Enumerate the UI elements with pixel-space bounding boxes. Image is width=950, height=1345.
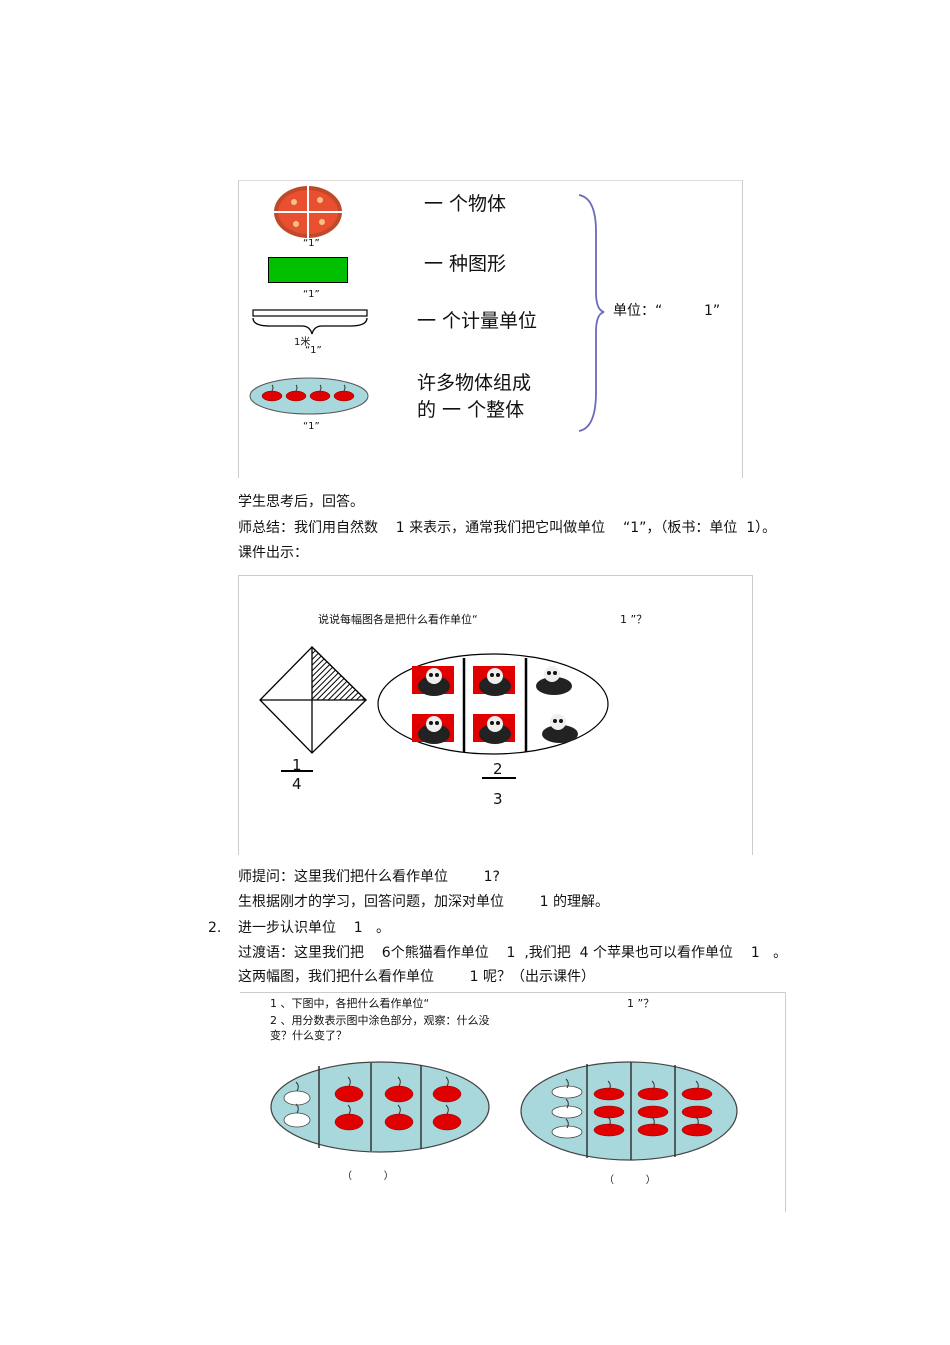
apple-plate-left-icon bbox=[270, 1061, 490, 1153]
row-group-text-1: 许多物体组成 bbox=[417, 372, 532, 394]
pizza-icon bbox=[272, 184, 344, 240]
fig3-question1-end: 1 ”？ bbox=[627, 997, 655, 1010]
apple-plate-icon bbox=[249, 377, 369, 415]
plate-label: “1” bbox=[303, 421, 320, 432]
fraction1-numerator: 1 bbox=[292, 756, 302, 774]
fraction2-bar bbox=[482, 777, 516, 779]
row-measure-text: 一 个计量单位 bbox=[417, 310, 538, 332]
meter-brace-icon bbox=[252, 309, 368, 335]
big-brace-icon bbox=[578, 194, 605, 432]
fig3-blank-left: （ ） bbox=[342, 1171, 394, 1182]
figure-unit-one-concept bbox=[238, 180, 743, 478]
para-students-deepen: 生根据刚才的学习，回答问题，加深对单位 1 的理解。 bbox=[238, 894, 609, 910]
fraction2-numerator: 2 bbox=[493, 760, 503, 778]
row-group-text-2: 的 一 个整体 bbox=[417, 399, 525, 421]
figure2-question: 说说每幅图各是把什么看作单位“ bbox=[318, 613, 478, 626]
unit-label: 单位：“ bbox=[613, 303, 663, 319]
meter-unit-label: “1” bbox=[305, 345, 322, 356]
fig3-question1: 1 、下图中，各把什么看作单位“ bbox=[270, 997, 430, 1010]
row-shape-text: 一 种图形 bbox=[424, 253, 507, 275]
para-students-answer: 学生思考后，回答。 bbox=[238, 494, 364, 510]
green-rectangle bbox=[268, 257, 348, 283]
fig3-question2-line2: 变？什么变了？ bbox=[270, 1029, 347, 1042]
fraction1-bar bbox=[281, 770, 313, 772]
para-transition: 过渡语：这里我们把 6个熊猫看作单位 1 ,我们把 4 个苹果也可以看作单位 1… bbox=[238, 945, 788, 961]
para-teacher-question: 师提问：这里我们把什么看作单位 1? bbox=[238, 869, 500, 885]
fraction1-denominator: 4 bbox=[292, 775, 302, 793]
para-question-show: 这两幅图，我们把什么看作单位 1 呢？（出示课件） bbox=[238, 969, 595, 985]
figure-apple-plates bbox=[240, 992, 786, 1212]
fraction2-denominator: 3 bbox=[493, 790, 503, 808]
unit-value: 1” bbox=[704, 303, 721, 319]
panda-oval-icon bbox=[377, 653, 609, 755]
rectangle-label: “1” bbox=[303, 289, 320, 300]
panda-group bbox=[412, 666, 578, 744]
figure-panda-question bbox=[238, 575, 753, 855]
row-object-text: 一 个物体 bbox=[424, 193, 507, 215]
item-heading: 进一步认识单位 1 。 bbox=[238, 920, 391, 936]
figure2-question-end: 1 ”？ bbox=[620, 613, 648, 626]
apple-plate-right-icon bbox=[520, 1061, 738, 1161]
pizza-label: “1” bbox=[303, 238, 320, 249]
meter-label: 1米 bbox=[294, 337, 311, 348]
fig3-blank-right: （ ） bbox=[604, 1175, 656, 1186]
item-number: 2. bbox=[208, 920, 222, 936]
para-teacher-summary: 师总结：我们用自然数 1 来表示，通常我们把它叫做单位 “1”，（板书：单位 1… bbox=[238, 520, 777, 536]
para-courseware-show: 课件出示： bbox=[238, 545, 308, 561]
fig3-question2-line1: 2 、用分数表示图中涂色部分，观察：什么没 bbox=[270, 1014, 490, 1027]
diamond-square-icon bbox=[259, 645, 368, 754]
